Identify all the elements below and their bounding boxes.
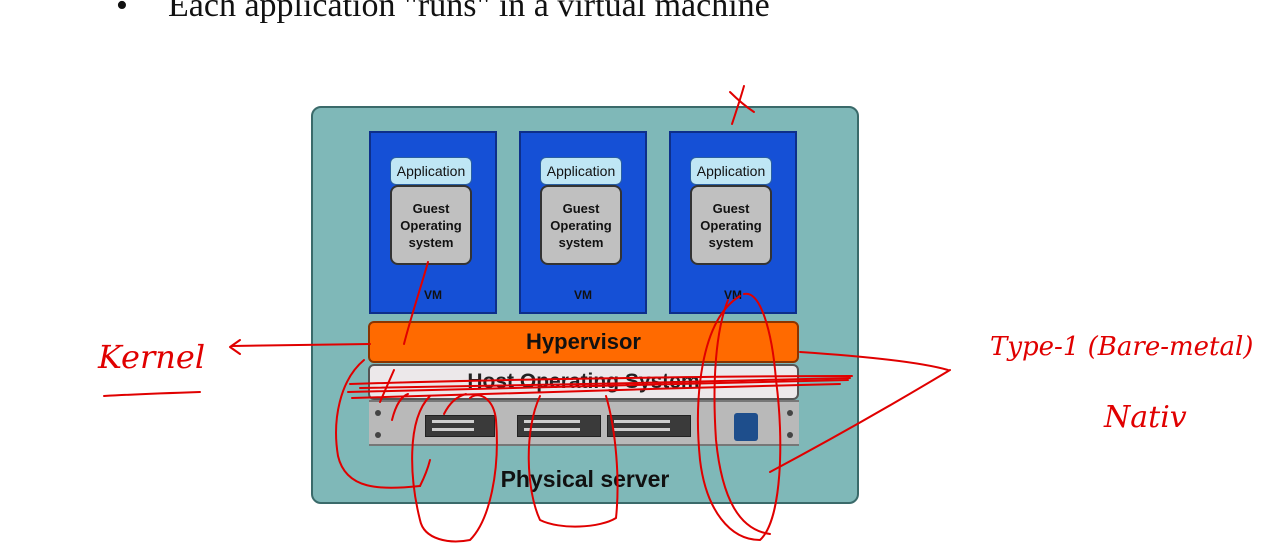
type1-annotation: Type-1 (Bare-metal) <box>990 332 1254 362</box>
vm-box-3: Application Guest Operating system VM <box>669 131 797 314</box>
vm-1-application: Application <box>390 157 472 185</box>
heading-bullet-line: • Each application "runs" in a virtual ma… <box>116 0 770 26</box>
vm-1-label: VM <box>424 288 442 302</box>
rack-screw <box>787 410 793 416</box>
vm-2-application: Application <box>540 157 622 185</box>
vm-3-application: Application <box>690 157 772 185</box>
physical-server-label: Physical server <box>500 466 670 492</box>
server-rack-graphic <box>369 400 799 446</box>
rack-screw <box>375 432 381 438</box>
bullet-mark: • <box>116 0 128 24</box>
vm-1-guest-os: Guest Operating system <box>390 185 472 265</box>
kernel-annotation: Kernel <box>98 338 206 376</box>
drive-bay <box>517 415 601 437</box>
vm-box-2: Application Guest Operating system VM <box>519 131 647 314</box>
native-annotation: Nativ <box>1104 400 1187 435</box>
drive-bay <box>607 415 691 437</box>
vm-box-1: Application Guest Operating system VM <box>369 131 497 314</box>
power-button-icon <box>734 413 758 441</box>
rack-screw <box>787 432 793 438</box>
rack-screw <box>375 410 381 416</box>
hypervisor-layer: Hypervisor <box>368 321 799 363</box>
vm-2-guest-os: Guest Operating system <box>540 185 622 265</box>
heading-text: Each application "runs" in a virtual mac… <box>168 0 770 24</box>
host-os-layer: Host Operating System <box>368 364 799 400</box>
vm-3-guest-os: Guest Operating system <box>690 185 772 265</box>
vm-3-label: VM <box>724 288 742 302</box>
drive-bay <box>425 415 495 437</box>
vm-2-label: VM <box>574 288 592 302</box>
